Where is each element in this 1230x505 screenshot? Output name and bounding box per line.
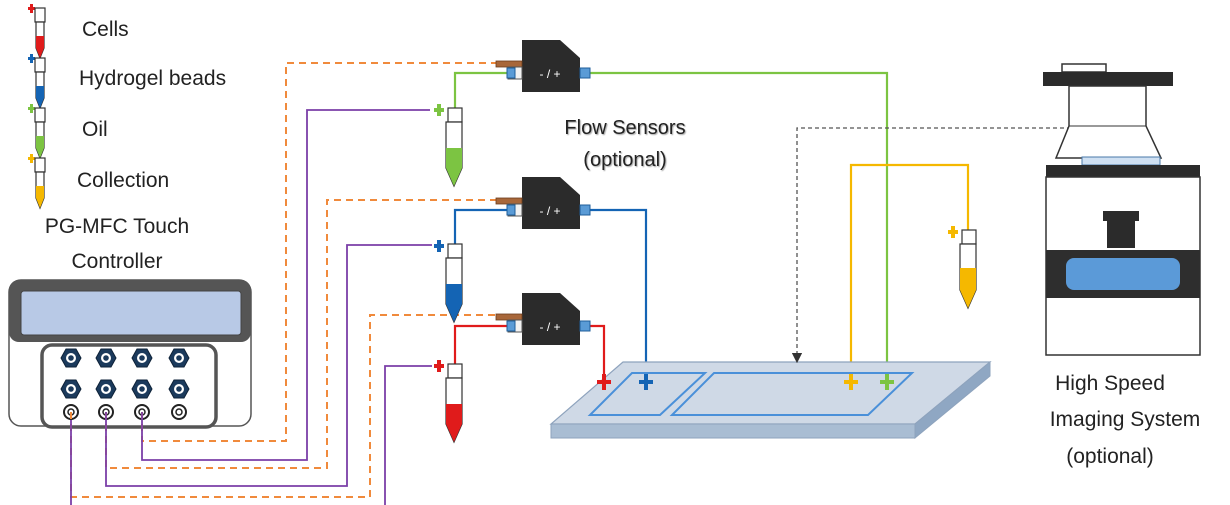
signal-line-oil bbox=[141, 109, 430, 461]
legend-label-hydrogel-beads: Hydrogel beads bbox=[79, 67, 226, 90]
imaging-label-line1: High Speed bbox=[1055, 372, 1165, 395]
controller-label-line1: PG-MFC Touch bbox=[45, 215, 189, 238]
flow-sensors-label-line1: Flow Sensors bbox=[564, 117, 685, 139]
collection-tube-icon bbox=[28, 154, 46, 210]
chip-front-edge bbox=[550, 423, 916, 439]
pressure-outlet-7[interactable] bbox=[131, 379, 153, 399]
imaging-observation-line bbox=[791, 127, 1127, 364]
sensor-input-4[interactable] bbox=[171, 404, 187, 420]
pressure-line-oil bbox=[141, 62, 498, 442]
pg-mfc-controller bbox=[8, 279, 252, 429]
pressure-outlet-8[interactable] bbox=[168, 379, 190, 399]
flow-sensor-beads-text: - / + bbox=[539, 204, 560, 218]
chip-side-edge bbox=[914, 360, 991, 440]
imaging-sample-slide bbox=[1081, 156, 1161, 166]
controller-port-panel bbox=[40, 343, 218, 429]
legend-label-cells: Cells bbox=[82, 18, 129, 41]
cells-fluid-line bbox=[453, 324, 606, 382]
flow-sensor-oil[interactable]: - / + bbox=[495, 40, 591, 92]
pressure-outlet-1[interactable] bbox=[60, 348, 82, 368]
oil-reservoir-tube[interactable] bbox=[434, 104, 463, 188]
sensor-input-3[interactable] bbox=[134, 404, 150, 420]
pressure-outlet-4[interactable] bbox=[168, 348, 190, 368]
pressure-line-cells bbox=[70, 314, 498, 498]
legend-label-oil: Oil bbox=[82, 118, 108, 141]
legend-item-cells: Cells bbox=[28, 4, 129, 60]
signal-line-cells bbox=[70, 365, 432, 505]
collection-fluid-line bbox=[849, 163, 970, 382]
flow-sensor-cells[interactable]: - / + bbox=[495, 293, 591, 345]
flow-sensor-beads[interactable]: - / + bbox=[495, 177, 591, 229]
legend-label-collection: Collection bbox=[77, 169, 169, 192]
hydrogel-beads-tube-icon bbox=[28, 54, 46, 110]
controller-label-line2: Controller bbox=[71, 250, 162, 273]
imaging-label-line3: (optional) bbox=[1066, 445, 1154, 468]
imaging-objective bbox=[1103, 211, 1139, 221]
chip-inlet-beads[interactable] bbox=[639, 374, 653, 390]
imaging-camera-window bbox=[1066, 258, 1180, 290]
high-speed-imaging-system bbox=[1043, 63, 1201, 356]
chip-outlet-collection[interactable] bbox=[844, 374, 858, 390]
oil-tube-icon bbox=[28, 104, 46, 160]
collection-tube[interactable] bbox=[948, 226, 977, 310]
pressure-outlet-2[interactable] bbox=[95, 348, 117, 368]
legend: Cells Hydrogel beads Oil bbox=[28, 4, 226, 210]
flow-sensors-label-line2: (optional) bbox=[583, 149, 666, 171]
pressure-outlet-3[interactable] bbox=[131, 348, 153, 368]
controller-screen bbox=[20, 290, 242, 336]
chip-channels bbox=[587, 372, 915, 416]
signal-lines bbox=[70, 109, 432, 505]
imaging-label-line2: Imaging System bbox=[1050, 408, 1201, 431]
cells-tube-icon bbox=[28, 4, 46, 60]
legend-item-collection: Collection bbox=[28, 154, 169, 210]
beads-fluid-line bbox=[453, 208, 648, 382]
legend-item-hydrogel-beads: Hydrogel beads bbox=[28, 54, 226, 110]
oil-fluid-line bbox=[453, 71, 889, 382]
chip-inlet-cells[interactable] bbox=[597, 374, 611, 390]
cells-reservoir-tube[interactable] bbox=[434, 360, 463, 444]
flow-sensor-oil-text: - / + bbox=[539, 67, 560, 81]
beads-reservoir-tube[interactable] bbox=[434, 240, 463, 324]
signal-line-beads bbox=[105, 244, 432, 487]
microfluidic-chip bbox=[549, 360, 992, 440]
chip-inlet-oil[interactable] bbox=[880, 374, 894, 390]
legend-item-oil: Oil bbox=[28, 104, 108, 160]
flow-sensor-cells-text: - / + bbox=[539, 320, 560, 334]
pressure-outlet-6[interactable] bbox=[95, 379, 117, 399]
pressure-outlet-5[interactable] bbox=[60, 379, 82, 399]
